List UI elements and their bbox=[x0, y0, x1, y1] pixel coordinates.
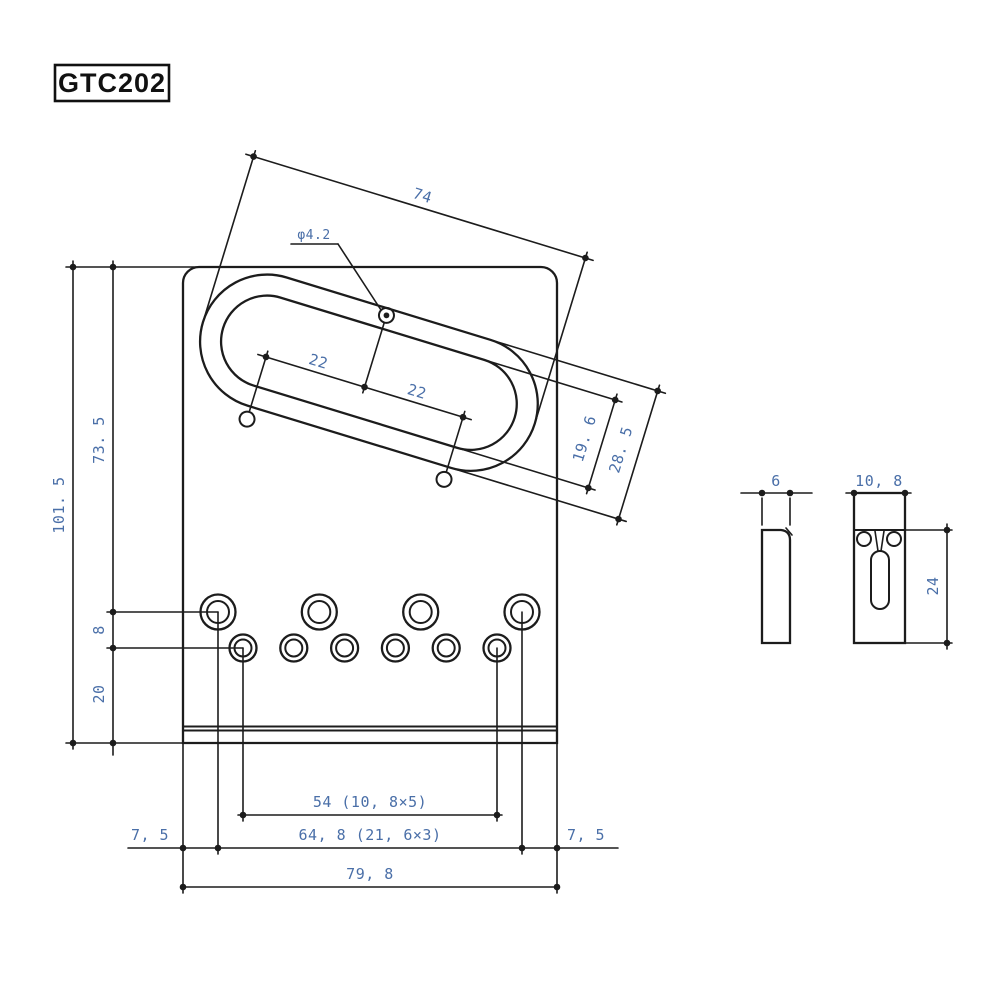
string-through-holes bbox=[228, 633, 512, 663]
saddle-end-view: 10, 8 24 bbox=[845, 472, 953, 650]
dim-opening-outer-width: 28. 5 bbox=[605, 384, 662, 526]
dim-label-19-6: 19. 6 bbox=[569, 413, 600, 464]
center-hole-callout: φ4.2 bbox=[290, 228, 382, 311]
title-box-border bbox=[53, 63, 171, 103]
saddle-height-screw-left bbox=[856, 531, 872, 547]
dim-label-28-5: 28. 5 bbox=[605, 424, 636, 475]
dim-opening-length: 74 bbox=[202, 150, 594, 423]
mounting-screw-holes bbox=[199, 593, 541, 631]
dim-label-79-8: 79, 8 bbox=[346, 865, 394, 883]
side-profile-outline bbox=[760, 528, 792, 645]
dim-label-101-5: 101. 5 bbox=[50, 476, 68, 533]
part-number-title: GTC202 bbox=[58, 68, 166, 98]
bottom-dimensions: 54 (10, 8×5) 7, 5 64, 8 (21, 6×3) 7, 5 7… bbox=[127, 611, 619, 894]
dim-label-8: 8 bbox=[90, 625, 108, 635]
dim-label-22-left: 22 bbox=[307, 350, 330, 373]
pickup-screw-hole-left bbox=[238, 410, 256, 428]
dim-label-24: 24 bbox=[924, 576, 942, 595]
title-block: GTC202 bbox=[53, 63, 171, 103]
side-profile-view: 6 bbox=[740, 472, 813, 645]
left-dimensions: 101. 5 73. 5 8 20 bbox=[50, 260, 244, 756]
side-profile-corner-tick bbox=[785, 527, 793, 536]
saddle-outline bbox=[852, 491, 907, 645]
dim-opening-inner-width: 19. 6 bbox=[569, 393, 619, 495]
dim-label-7-5-left: 7, 5 bbox=[131, 826, 169, 844]
dim-label-22-right: 22 bbox=[405, 380, 428, 403]
dim-pickup-hole-pitch: 22 22 bbox=[248, 321, 472, 473]
label-phi-4-2: φ4.2 bbox=[297, 228, 330, 243]
dim-label-73-5: 73. 5 bbox=[90, 416, 108, 464]
dim-label-64-8: 64, 8 (21, 6×3) bbox=[299, 826, 442, 844]
pickup-screw-hole-right bbox=[435, 470, 453, 488]
dim-label-6: 6 bbox=[771, 472, 781, 490]
opening-edge-extensions bbox=[451, 339, 667, 523]
bridge-plate-front-view bbox=[181, 265, 559, 745]
saddle-height-screw-right bbox=[886, 531, 902, 547]
dim-label-10-8: 10, 8 bbox=[855, 472, 903, 490]
dim-label-20: 20 bbox=[90, 684, 108, 703]
dim-label-54: 54 (10, 8×5) bbox=[313, 793, 427, 811]
bridge-plate-outline bbox=[181, 265, 559, 745]
dim-label-7-5-right: 7, 5 bbox=[567, 826, 605, 844]
saddle-intonation-slot bbox=[870, 550, 890, 610]
dim-label-74: 74 bbox=[411, 184, 434, 207]
pickup-opening-group: 74 19. 6 28. 5 bbox=[198, 150, 667, 526]
plate-bend-lines bbox=[183, 725, 557, 732]
